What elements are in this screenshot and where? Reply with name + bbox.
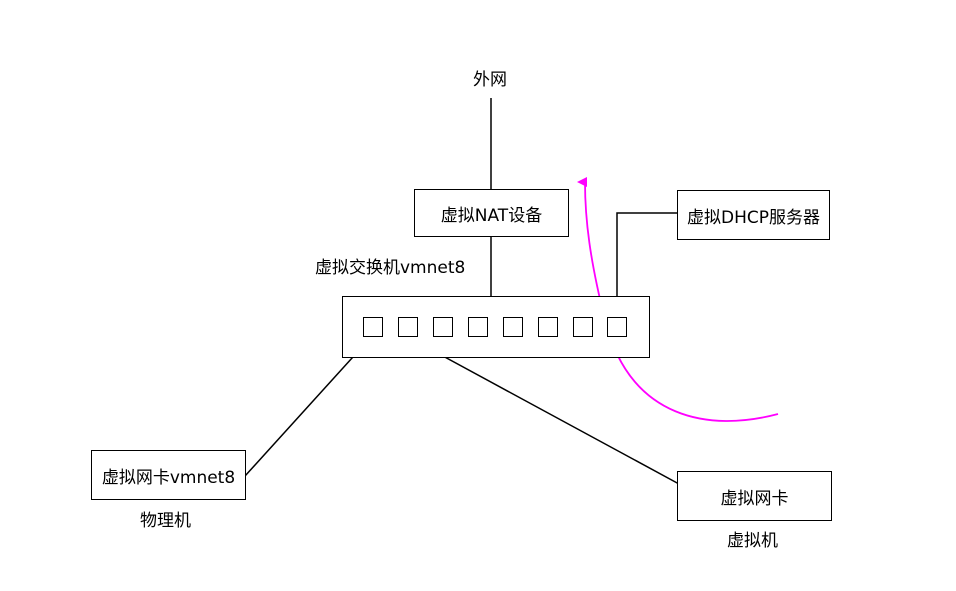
switch-port [433, 317, 453, 337]
vm-nic-label: 虚拟网卡 [720, 488, 789, 509]
dhcp-server-box: 虚拟DHCP服务器 [677, 190, 830, 240]
virtual-switch [342, 296, 650, 358]
vm-nic-box: 虚拟网卡 [677, 471, 832, 521]
host-label: 物理机 [140, 511, 191, 531]
host-nic-box: 虚拟网卡vmnet8 [91, 450, 246, 500]
switch-port [538, 317, 558, 337]
switch-port [363, 317, 383, 337]
switch-port [607, 317, 627, 337]
host-nic-label: 虚拟网卡vmnet8 [101, 467, 236, 488]
switch-port [468, 317, 488, 337]
nat-device-box: 虚拟NAT设备 [414, 189, 569, 237]
switch-port [503, 317, 523, 337]
switch-port [398, 317, 418, 337]
dhcp-switch-link [616, 212, 677, 316]
dhcp-server-label: 虚拟DHCP服务器 [687, 207, 820, 228]
internet-label: 外网 [473, 70, 507, 90]
switch-label: 虚拟交换机vmnet8 [315, 258, 466, 278]
switch-port [573, 317, 593, 337]
vm-label: 虚拟机 [727, 531, 778, 551]
host-nic-link [244, 335, 373, 477]
nat-device-label: 虚拟NAT设备 [440, 205, 543, 226]
vm-nic-link [405, 335, 680, 485]
